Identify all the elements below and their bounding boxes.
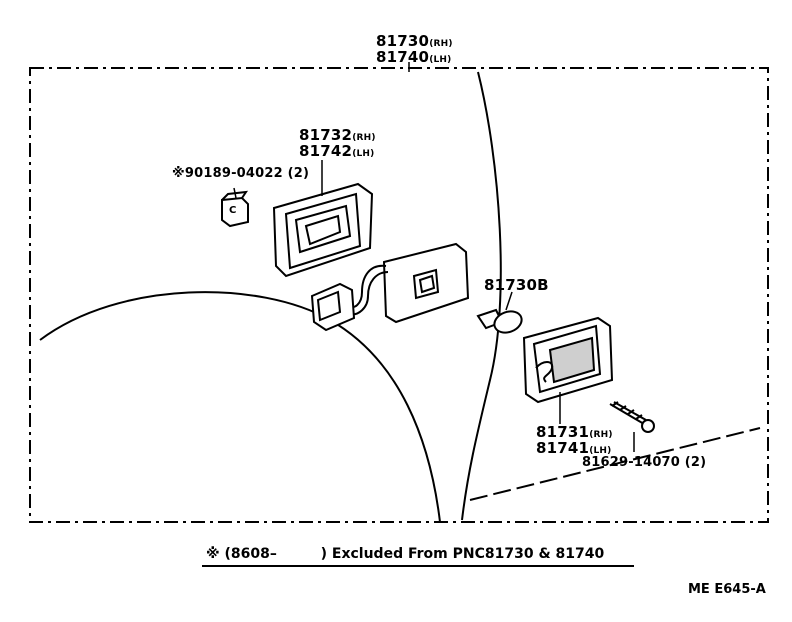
assembly-boundary (29, 67, 769, 523)
body-line (461, 71, 502, 521)
lens-label-lh: 81741(LH) (536, 440, 611, 459)
footnote: ※ (8608– ) Excluded From PNC81730 & 8174… (206, 546, 604, 562)
screw-part (609, 401, 655, 433)
gasket-suffix-lh: (LH) (352, 149, 375, 159)
footnote-text: ) Excluded From PNC81730 & 81740 (320, 546, 605, 562)
lens-pn-rh: 81731 (536, 423, 590, 441)
clip-letter: C (229, 205, 237, 216)
lens-suffix-rh: (RH) (589, 430, 613, 440)
bulb-part (476, 308, 523, 334)
clip-label: ※90189-04022 (2) (172, 166, 310, 181)
body-line-lower (469, 427, 761, 501)
lens-label-rh: 81731(RH) (536, 424, 613, 443)
assembly-pn-rh: 81730 (376, 32, 430, 50)
gasket-suffix-rh: (RH) (352, 133, 376, 143)
connector-part (310, 282, 356, 332)
gasket-pn-rh: 81732 (299, 126, 353, 144)
assembly-label-rh: 81730(RH) (376, 33, 453, 52)
socket-part (382, 242, 470, 324)
gasket-part (272, 182, 374, 278)
fender-arc (39, 291, 441, 523)
screw-label: 81629-14070 (2) (582, 455, 707, 470)
assembly-pn-lh: 81740 (376, 48, 430, 66)
bulb-leader (505, 291, 513, 311)
assembly-suffix-lh: (LH) (429, 55, 452, 65)
gasket-label-rh: 81732(RH) (299, 127, 376, 146)
footnote-mark: ※ (206, 546, 220, 562)
footnote-range: (8608– (224, 546, 277, 562)
bulb-label: 81730B (484, 276, 549, 294)
assembly-suffix-rh: (RH) (429, 39, 453, 49)
assembly-label-lh: 81740(LH) (376, 49, 451, 68)
gasket-label-lh: 81742(LH) (299, 143, 374, 162)
gasket-pn-lh: 81742 (299, 142, 353, 160)
lens-part (522, 316, 614, 404)
clip-part (221, 190, 249, 228)
lens-pn-lh: 81741 (536, 439, 590, 457)
figure-code: ME E645-A (688, 582, 766, 597)
lens-suffix-lh: (LH) (589, 446, 612, 456)
clip-leader (233, 187, 237, 199)
